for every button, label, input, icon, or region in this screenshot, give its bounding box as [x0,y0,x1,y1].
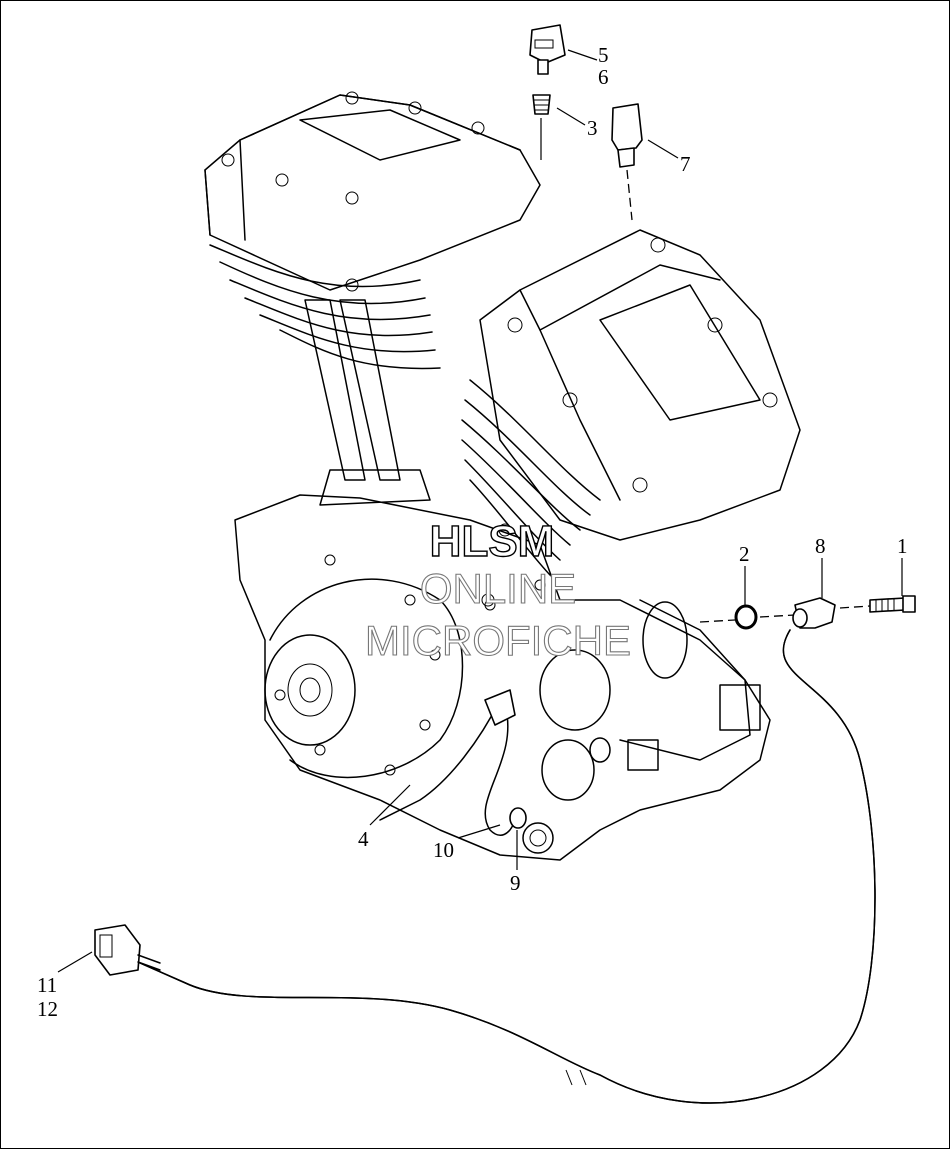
callout-12: 12 [37,997,58,1021]
bolt-part-1 [839,595,916,613]
callout-2: 2 [739,542,750,566]
callout-3: 3 [587,116,598,140]
watermark-line1: HLSM [430,517,555,566]
callout-11: 11 [37,973,57,997]
callout-leaders [57,49,903,973]
callout-7: 7 [680,152,691,176]
watermark-line2: ONLINE [420,565,576,612]
callout-labels: 5 6 3 7 2 8 1 4 10 9 11 12 [37,43,908,1021]
switch-part-7 [611,103,643,221]
connector-part-11-12 [94,924,161,976]
sensor-part-5-6 [529,24,566,75]
callout-9: 9 [510,871,521,895]
plug-part-3 [532,94,551,160]
harness-part-4-9-10 [379,689,527,836]
engine-assembly [204,91,801,861]
callout-4: 4 [358,827,369,851]
sensor-cable-part-8 [139,597,876,1104]
callout-6: 6 [598,65,609,89]
callout-5: 5 [598,43,609,67]
watermark-line3: MICROFICHE [365,617,631,664]
o-ring-part-2 [734,604,758,630]
watermark: HLSM ONLINE MICROFICHE [364,516,631,664]
callout-8: 8 [815,534,826,558]
callout-1: 1 [897,534,908,558]
callout-10: 10 [433,838,454,862]
